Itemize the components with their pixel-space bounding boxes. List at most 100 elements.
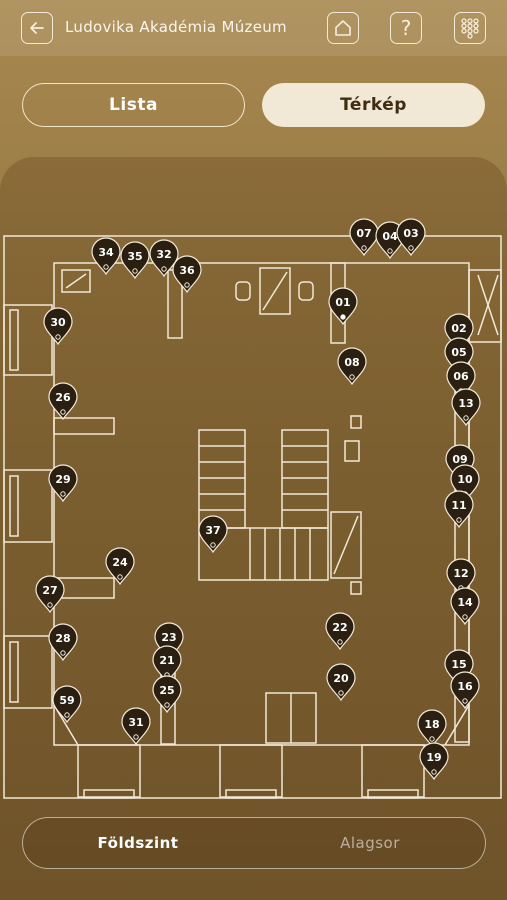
map-marker-30[interactable]: 30 [43, 307, 73, 346]
help-button[interactable]: ? [390, 12, 422, 44]
map-pin-dot [47, 602, 53, 608]
map-pin-dot [408, 245, 414, 251]
map-pin-dot [117, 574, 123, 580]
map-marker-label: 32 [156, 248, 171, 261]
map-marker-label: 16 [457, 680, 473, 693]
map-pin-dot [60, 650, 66, 656]
map-pin-icon [120, 241, 150, 280]
map-marker-13[interactable]: 13 [451, 388, 481, 427]
map-marker-07[interactable]: 07 [349, 218, 379, 257]
map-marker-label: 59 [59, 694, 74, 707]
map-pin-dot [103, 264, 109, 270]
map-marker-28[interactable]: 28 [48, 623, 78, 662]
map-pin-dot [55, 334, 61, 340]
map-marker-36[interactable]: 36 [172, 255, 202, 294]
map-marker-37[interactable]: 37 [198, 515, 228, 554]
tab-map[interactable]: Térkép [262, 83, 485, 127]
map-pin-dot [64, 712, 70, 718]
map-pin-icon [91, 237, 121, 276]
map-marker-34[interactable]: 34 [91, 237, 121, 276]
map-marker-19[interactable]: 19 [419, 742, 449, 781]
map-pin-icon [105, 547, 135, 586]
map-marker-label: 28 [55, 632, 70, 645]
map-pin-icon [152, 645, 182, 684]
map-marker-14[interactable]: 14 [450, 587, 480, 626]
map-pin-icon [444, 490, 474, 529]
map-pin-dot [462, 698, 468, 704]
back-button[interactable] [21, 12, 53, 44]
map-pin-icon [349, 218, 379, 257]
map-marker-label: 27 [42, 584, 57, 597]
map-marker-label: 37 [205, 524, 220, 537]
map-marker-32[interactable]: 32 [149, 239, 179, 278]
map-pin-dot [462, 614, 468, 620]
map-pin-icon [450, 671, 480, 710]
map-marker-label: 09 [452, 453, 467, 466]
map-marker-01[interactable]: 01 [328, 287, 358, 326]
map-marker-label: 07 [356, 227, 371, 240]
map-marker-11[interactable]: 11 [444, 490, 474, 529]
map-marker-16[interactable]: 16 [450, 671, 480, 710]
map-pin-icon [396, 218, 426, 257]
tab-list[interactable]: Lista [22, 83, 245, 127]
map-marker-18[interactable]: 18 [417, 709, 447, 748]
question-mark-icon: ? [400, 16, 412, 40]
map-marker-label: 30 [50, 316, 66, 329]
map-marker-12[interactable]: 12 [446, 558, 476, 597]
map-marker-31[interactable]: 31 [121, 707, 151, 746]
map-marker-27[interactable]: 27 [35, 575, 65, 614]
map-pin-dot [340, 314, 346, 320]
map-marker-24[interactable]: 24 [105, 547, 135, 586]
map-pin-icon [419, 742, 449, 781]
map-pin-dot [429, 736, 435, 742]
map-marker-label: 34 [98, 246, 114, 259]
map-marker-29[interactable]: 29 [48, 464, 78, 503]
map-pin-dot [164, 702, 170, 708]
map-pin-icon [450, 587, 480, 626]
map-pin-icon [152, 675, 182, 714]
map-marker-label: 03 [403, 227, 418, 240]
map-marker-label: 02 [451, 322, 466, 335]
map-pin-dot [456, 517, 462, 523]
map-pin-icon [446, 558, 476, 597]
map-pin-icon [417, 709, 447, 748]
map-marker-label: 26 [55, 391, 71, 404]
map-marker-25[interactable]: 25 [152, 675, 182, 714]
map-marker-label: 15 [451, 658, 466, 671]
map-marker-35[interactable]: 35 [120, 241, 150, 280]
floor-ground-button[interactable]: Földszint [97, 833, 179, 852]
map-marker-22[interactable]: 22 [325, 612, 355, 651]
map-marker-label: 01 [335, 296, 350, 309]
map-pin-icon [121, 707, 151, 746]
map-marker-label: 35 [127, 250, 142, 263]
map-pin-dot [337, 639, 343, 645]
map-pin-icon [326, 663, 356, 702]
map-pin-dot [161, 266, 167, 272]
map-marker-59[interactable]: 59 [52, 685, 82, 724]
map-marker-26[interactable]: 26 [48, 382, 78, 421]
map-pin-dot [60, 409, 66, 415]
map-marker-label: 18 [424, 718, 439, 731]
map-marker-08[interactable]: 08 [337, 347, 367, 386]
map-marker-03[interactable]: 03 [396, 218, 426, 257]
map-marker-20[interactable]: 20 [326, 663, 356, 702]
home-button[interactable] [327, 12, 359, 44]
map-pin-dot [133, 734, 139, 740]
map-pin-dot [338, 690, 344, 696]
map-pin-icon [325, 612, 355, 651]
keypad-button[interactable] [454, 12, 486, 44]
map-marker-label: 20 [333, 672, 349, 685]
map-marker-label: 13 [458, 397, 473, 410]
map-pin-dot [132, 268, 138, 274]
map-pin-dot [387, 248, 393, 254]
floor-basement-button[interactable]: Alagsor [340, 833, 400, 852]
map-pin-icon [172, 255, 202, 294]
map-marker-label: 12 [453, 567, 468, 580]
map-marker-label: 11 [451, 499, 466, 512]
arrow-left-icon [30, 22, 44, 34]
map-marker-label: 25 [159, 684, 174, 697]
map-marker-label: 24 [112, 556, 128, 569]
map-marker-label: 22 [332, 621, 347, 634]
